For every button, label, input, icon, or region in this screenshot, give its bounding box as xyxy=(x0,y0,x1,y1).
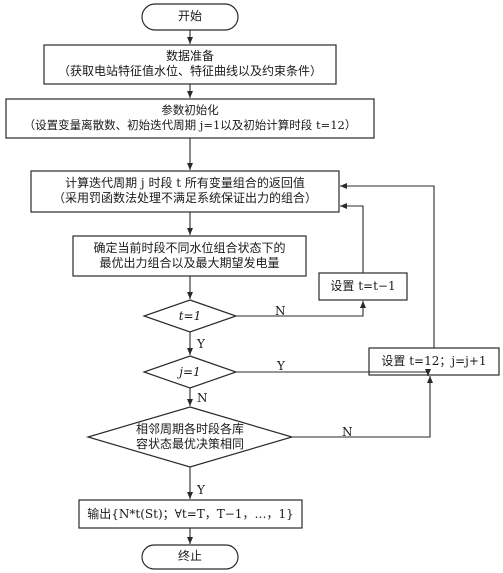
param-init-box xyxy=(5,98,375,139)
edge-label-t1-yes: Y xyxy=(197,337,205,351)
edge-label-same-yes: Y xyxy=(197,483,205,497)
data-prep-title: 数据准备 xyxy=(165,49,214,63)
edge-label-same-no: N xyxy=(342,425,353,439)
start-label: 开始 xyxy=(177,9,202,23)
decision-same-line2: 容状态最优决策相同 xyxy=(135,437,244,451)
set-t12-j-text: 设置 t=12；j=j+1 xyxy=(381,354,487,368)
data-prep-box xyxy=(43,44,337,85)
edge-label-j1-no: N xyxy=(197,391,208,405)
determine-opt-text: 确定当前时段不同水位组合状态下的 最优出力组合以及最大期望发电量 xyxy=(73,241,306,271)
param-init-text: 参数初始化 （设置变量离散数、初始迭代周期 j=1以及初始计算时段 t=12） xyxy=(6,103,374,133)
compute-return-title: 计算迭代周期 j 时段 t 所有变量组合的返回值 xyxy=(65,176,305,190)
edge-set-t12-to-compute xyxy=(340,183,435,348)
decision-same-text: 相邻周期各时段各库 容状态最优决策相同 xyxy=(88,422,292,452)
end-label: 终止 xyxy=(177,549,202,563)
data-prep-text: 数据准备 （获取电站特征值水位、特征曲线以及约束条件） xyxy=(44,49,336,79)
edge-t1-no-to-set-t-minus xyxy=(236,301,366,317)
determine-opt-line1: 确定当前时段不同水位组合状态下的 xyxy=(93,241,286,255)
edge-label-j1-yes: Y xyxy=(277,359,285,373)
compute-return-box xyxy=(30,170,340,213)
decision-same-line1: 相邻周期各时段各库 xyxy=(135,422,244,436)
decision-j1-text: j=1 xyxy=(179,365,201,379)
edge-same-no-to-set-t12 xyxy=(292,376,433,438)
data-prep-detail: （获取电站特征值水位、特征曲线以及约束条件） xyxy=(57,64,322,78)
determine-opt-line2: 最优出力组合以及最大期望发电量 xyxy=(99,256,280,270)
edge-j1-yes-to-set-t12 xyxy=(236,369,431,376)
set-t-minus-text: 设置 t=t−1 xyxy=(330,279,396,293)
set-t12-j-box xyxy=(368,347,500,376)
edge-label-t1-no: N xyxy=(275,304,286,318)
compute-return-detail: （采用罚函数法处理不满足系统保证出力的组合） xyxy=(52,191,317,205)
param-init-detail: （设置变量离散数、初始迭代周期 j=1以及初始计算时段 t=12） xyxy=(23,118,357,132)
edge-set-t-minus-to-compute xyxy=(340,203,364,273)
decision-t1-text: t=1 xyxy=(178,309,202,323)
end-terminal xyxy=(141,544,239,570)
compute-return-text: 计算迭代周期 j 时段 t 所有变量组合的返回值 （采用罚函数法处理不满足系统保… xyxy=(31,176,339,206)
output-text: 输出{N*t(St)；∀t=T，T−1，…，1} xyxy=(87,507,294,521)
param-init-title: 参数初始化 xyxy=(161,103,219,117)
output-box xyxy=(78,499,303,529)
